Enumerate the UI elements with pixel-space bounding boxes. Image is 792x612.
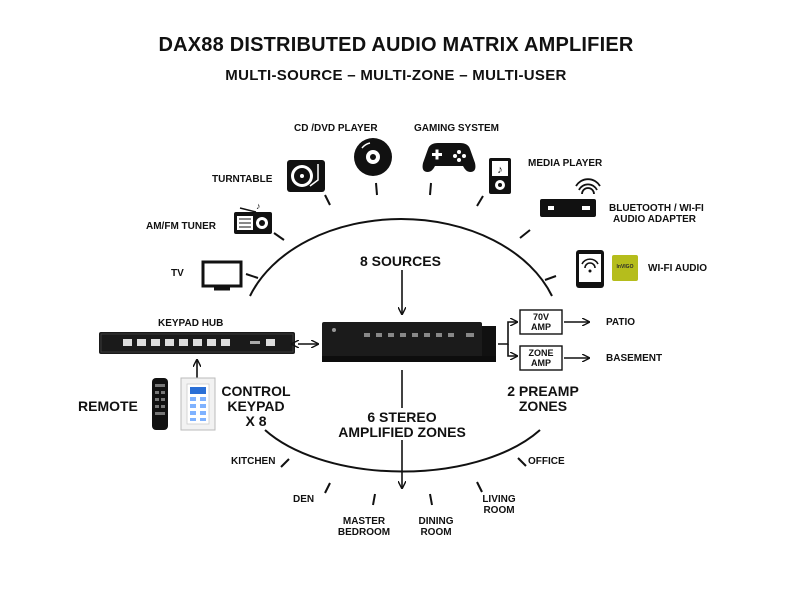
living-label-line2: ROOM — [483, 505, 515, 516]
tv-icon — [201, 260, 243, 291]
basement-label: BASEMENT — [606, 353, 663, 364]
zoneamp-label-line2: AMP — [531, 358, 551, 368]
dining-label-line2: ROOM — [420, 527, 452, 538]
kitchen-label: KITCHEN — [231, 456, 276, 467]
zones-label-line2: AMPLIFIED ZONES — [338, 424, 466, 440]
zones-arc-ticks — [280, 457, 527, 506]
dining-label-line1: DINING — [418, 516, 454, 527]
radio-icon: ♪ — [234, 201, 272, 234]
amp70-box — [519, 309, 563, 335]
wifi-badge-text: InVIGO — [616, 264, 634, 270]
zones-label-line1: 6 STEREO — [367, 409, 437, 425]
office-label: OFFICE — [528, 456, 565, 467]
cd-dvd-icon — [354, 138, 392, 176]
zoneamp-label-line1: ZONE — [528, 348, 554, 358]
svg-text:♪: ♪ — [256, 201, 261, 211]
preamp-connectors — [498, 322, 589, 358]
sources-count-label: 8 SOURCES — [360, 253, 441, 269]
remote-label: REMOTE — [78, 398, 138, 414]
living-label-line1: LIVING — [482, 494, 516, 505]
master-label-line1: MASTER — [342, 516, 386, 527]
master-label-line2: BEDROOM — [337, 527, 391, 538]
sources-arc-ticks — [245, 182, 557, 281]
turntable-label: TURNTABLE — [212, 174, 273, 185]
keypad-hub-device — [99, 332, 295, 354]
keypad-label-line3: X 8 — [245, 413, 267, 429]
preamp-zones-label-line1: 2 PREAMP — [507, 383, 579, 399]
media-player-icon: ♪ — [489, 158, 511, 194]
bluetooth-adapter-icon — [540, 178, 601, 217]
amp70-label-line1: 70V — [532, 312, 549, 322]
den-label: DEN — [293, 494, 315, 505]
sources-arc — [249, 218, 553, 297]
page-subtitle: MULTI-SOURCE – MULTI-ZONE – MULTI-USER — [225, 67, 567, 84]
gamepad-icon — [422, 143, 476, 172]
keypad-label-line1: CONTROL — [221, 383, 291, 399]
turntable-icon — [287, 160, 325, 192]
remote-icon — [152, 378, 168, 430]
gaming-label: GAMING SYSTEM — [414, 123, 500, 134]
page-title: DAX88 DISTRIBUTED AUDIO MATRIX AMPLIFIER — [158, 34, 634, 56]
media-player-label: MEDIA PLAYER — [528, 158, 603, 169]
control-keypad-icon — [180, 377, 216, 431]
patio-label: PATIO — [606, 317, 636, 328]
wifi-audio-label: WI-FI AUDIO — [648, 263, 708, 274]
bluetooth-label-line2: AUDIO ADAPTER — [613, 214, 696, 225]
cd-dvd-label: CD /DVD PLAYER — [294, 123, 378, 134]
bluetooth-label-line1: BLUETOOTH / WI-FI — [609, 203, 704, 214]
dax88-amplifier — [322, 322, 496, 362]
keypad-hub-label: KEYPAD HUB — [158, 318, 224, 329]
amp70-label-line2: AMP — [531, 322, 551, 332]
tablet-icon — [576, 250, 604, 288]
keypad-label-line2: KEYPAD — [227, 398, 285, 414]
zoneamp-box — [519, 345, 563, 371]
preamp-zones-label-line2: ZONES — [518, 398, 568, 414]
svg-text:♪: ♪ — [497, 164, 503, 176]
am-fm-label: AM/FM TUNER — [146, 221, 216, 232]
tv-label: TV — [171, 268, 184, 279]
wifi-audio-badge-icon — [612, 255, 638, 281]
